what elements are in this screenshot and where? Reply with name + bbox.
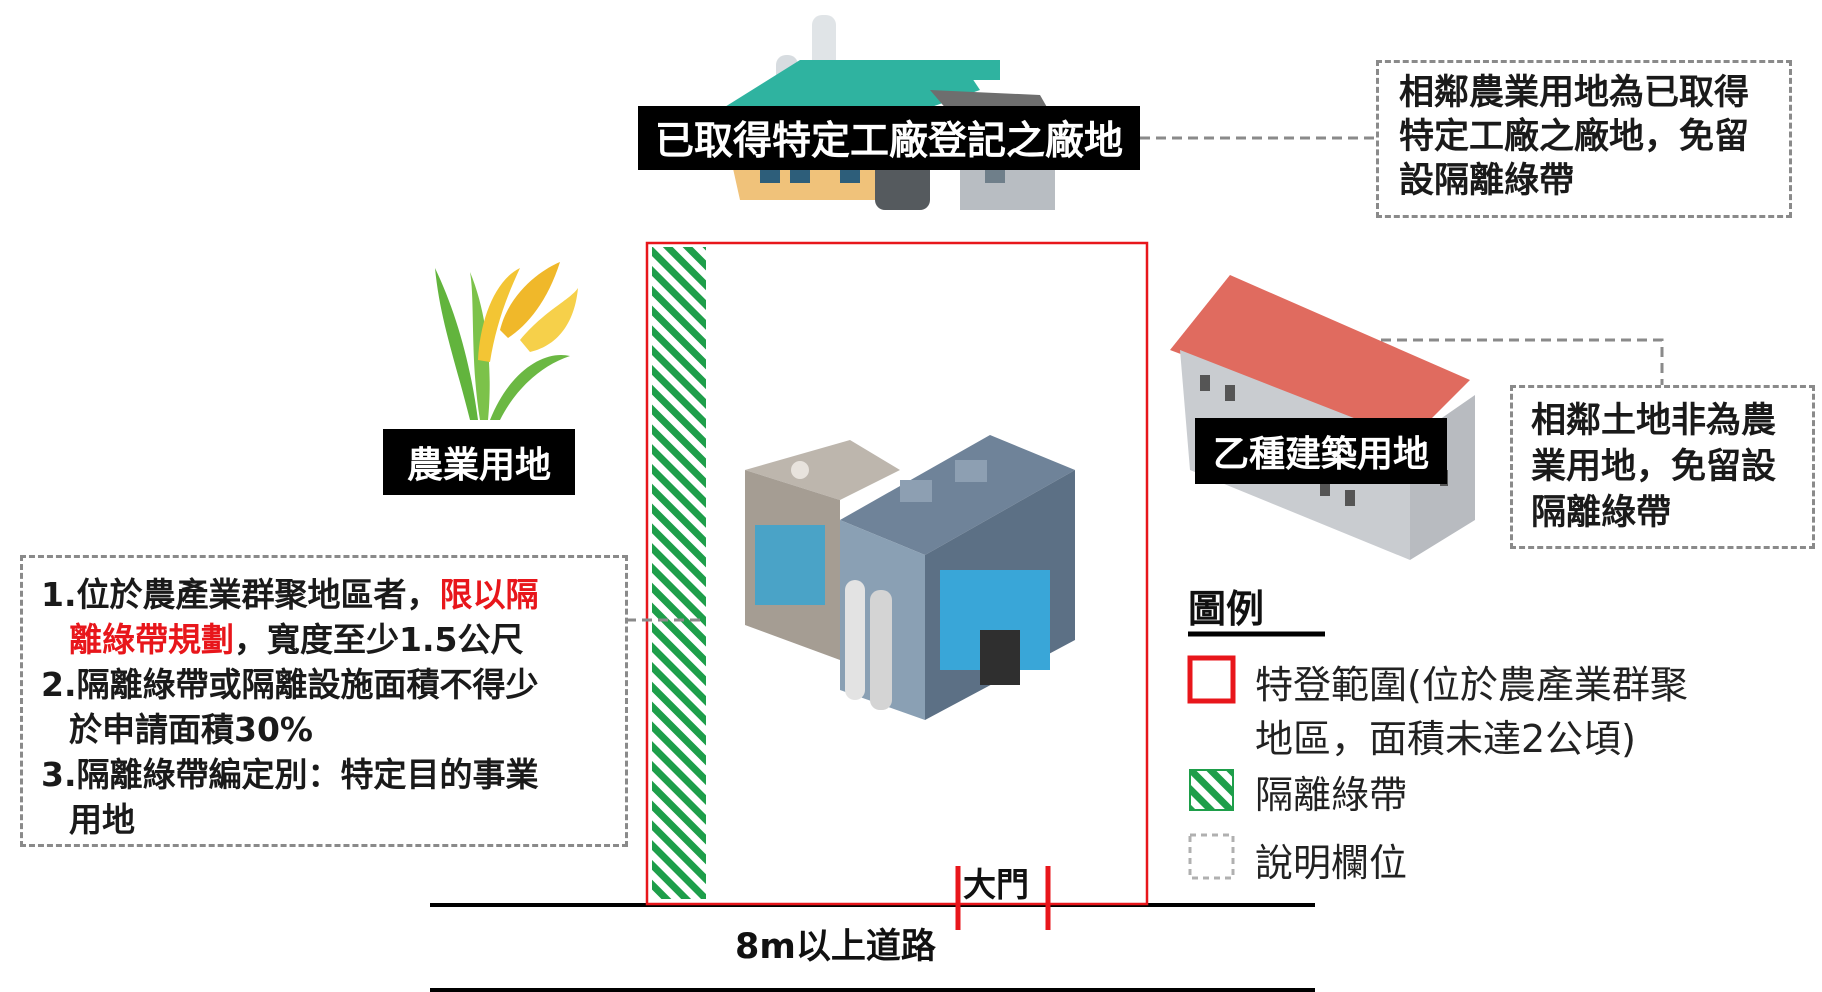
note-left-line-2-text: ，寬度至少1.5公尺 — [234, 620, 524, 659]
top-factory-label: 已取得特定工廠登記之廠地 — [638, 106, 1140, 170]
legend-item-note: 說明欄位 — [1255, 841, 1408, 885]
note-top-right: 相鄰農業用地為已取得 特定工廠之廠地，免留 設隔離綠帶 — [1376, 60, 1792, 218]
road-label: 8m以上道路 — [735, 927, 936, 967]
note-top-right-line-2: 特定工廠之廠地，免留 — [1399, 117, 1750, 157]
note-right: 相鄰土地非為農 業用地，免留設 隔離綠帶 — [1510, 385, 1815, 549]
site-boundary — [645, 241, 1149, 906]
note-right-line-1: 相鄰土地非為農 — [1531, 401, 1777, 441]
note-left-line-2: 離綠帶規劃，寬度至少1.5公尺 — [41, 617, 607, 662]
note-left-line-4: 於申請面積30% — [69, 710, 313, 749]
agri-plant-icon — [435, 262, 578, 420]
building-land-label: 乙種建築用地 — [1195, 418, 1447, 484]
note-top-right-line-1: 相鄰農業用地為已取得 — [1399, 73, 1750, 113]
note-right-line-2: 業用地，免留設 — [1531, 447, 1777, 487]
note-left-line-2-red: 離綠帶規劃 — [69, 620, 234, 659]
note-left: 1.位於農產業群聚地區者，限以隔 離綠帶規劃，寬度至少1.5公尺 2.隔離綠帶或… — [20, 555, 628, 847]
main-gate-label: 大門 — [963, 865, 1029, 904]
red-outline-square-icon — [1187, 655, 1236, 704]
gray-dashed-square-icon — [1188, 833, 1235, 880]
note-left-line-1: 1.位於農產業群聚地區者，限以隔 — [41, 572, 607, 617]
note-right-line-3: 隔離綠帶 — [1531, 493, 1672, 533]
buffer-green-strip — [652, 247, 706, 899]
note-left-line-3: 2.隔離綠帶或隔離設施面積不得少 — [41, 665, 539, 704]
legend-item-special-area-line-1: 特登範圍(位於農產業群聚 — [1255, 663, 1688, 707]
note-left-line-6: 用地 — [69, 800, 135, 839]
note-left-line-5: 3.隔離綠帶編定別：特定目的事業 — [41, 755, 539, 794]
note-left-line-1-text: 1.位於農產業群聚地區者， — [41, 575, 440, 614]
agri-land-label: 農業用地 — [383, 429, 575, 495]
green-hatched-square-icon — [1189, 769, 1234, 811]
center-factory-icon — [745, 435, 1075, 720]
legend-title: 圖例 — [1188, 587, 1265, 631]
connector-right — [1365, 338, 1664, 385]
note-left-line-1-red: 限以隔 — [439, 575, 539, 614]
legend-item-special-area-line-2: 地區，面積未達2公頃) — [1255, 717, 1637, 761]
legend-item-buffer: 隔離綠帶 — [1255, 773, 1408, 817]
note-top-right-line-3: 設隔離綠帶 — [1399, 161, 1575, 201]
